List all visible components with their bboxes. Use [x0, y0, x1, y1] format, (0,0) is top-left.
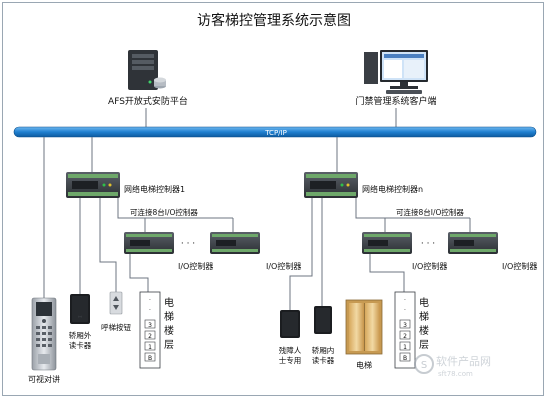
network-elevator-controller-n — [304, 172, 358, 198]
svg-text:·: · — [149, 307, 151, 314]
elevator-icon — [345, 299, 383, 355]
svg-text:·: · — [404, 297, 406, 304]
client-computer-icon — [364, 50, 428, 94]
video-intercom-label: 可视对讲 — [28, 374, 60, 384]
video-intercom-icon — [31, 297, 57, 371]
disabled-card-reader-icon — [280, 310, 300, 338]
svg-text:2: 2 — [403, 333, 407, 340]
controller1-label: 网络电梯控制器1 — [124, 184, 185, 194]
io-controller-left-1 — [124, 232, 174, 254]
svg-text:1: 1 — [403, 344, 407, 351]
svg-text:B: B — [148, 355, 152, 362]
floor-label-left-2: 梯 — [164, 310, 174, 323]
io-controller-right-2 — [448, 232, 498, 254]
disabled-label-2: 士专用 — [279, 355, 302, 365]
outside-reader-label-2: 读卡器 — [69, 340, 92, 350]
svg-text:2: 2 — [148, 333, 152, 340]
inside-reader-label-2: 读卡器 — [312, 355, 335, 365]
floor-label-right-3: 楼 — [419, 324, 429, 337]
floor-label-left-3: 楼 — [164, 324, 174, 337]
io-dots-right: · · · — [421, 239, 435, 249]
io-chain-right — [355, 198, 452, 219]
io-label-left-2: I/O控制器 — [266, 261, 301, 271]
floor-label-right-2: 梯 — [419, 310, 429, 323]
diagram-title: 访客梯控管理系统示意图 — [197, 12, 351, 29]
svg-text:B: B — [403, 355, 407, 362]
io-label-right-1: I/O控制器 — [412, 261, 447, 271]
call-button-icon — [109, 291, 123, 315]
svg-text:1: 1 — [148, 344, 152, 351]
floor-label-left-4: 层 — [164, 339, 174, 351]
floor-label-right-4: 层 — [419, 339, 429, 351]
floor-panel-left: · · 3 2 1 B — [139, 291, 161, 369]
client-label: 门禁管理系统客户端 — [355, 95, 436, 107]
svg-text:·: · — [404, 307, 406, 314]
floor-label-right-1: 电 — [419, 296, 429, 309]
io-controller-right-1 — [362, 232, 412, 254]
inside-card-reader-icon — [314, 306, 332, 334]
io-controller-left-2 — [210, 232, 260, 254]
svg-text:·: · — [149, 297, 151, 304]
svg-text:◦◦: ◦◦ — [78, 314, 83, 319]
elevator-label: 电梯 — [356, 360, 372, 370]
disabled-label-1: 残障人 — [279, 345, 302, 355]
svg-text:3: 3 — [148, 322, 152, 329]
floor-panel-right: · · 3 2 1 B — [394, 291, 416, 369]
watermark-logo: S 软件产品网 sft78.com — [414, 354, 491, 378]
io-chain-left — [117, 198, 204, 219]
svg-text:S: S — [421, 360, 427, 371]
outside-reader-label-1: 轿厢外 — [69, 330, 92, 340]
server-label: AFS开放式安防平台 — [108, 95, 188, 107]
tcpip-bus — [13, 126, 537, 138]
svg-text:软件产品网: 软件产品网 — [436, 354, 491, 368]
inside-reader-label-1: 轿厢内 — [312, 345, 335, 355]
server-icon — [128, 50, 166, 90]
call-button-label: 呼梯按钮 — [101, 322, 131, 332]
svg-text:3: 3 — [403, 322, 407, 329]
outside-card-reader-icon: ◦◦ — [70, 294, 90, 324]
io-label-left-1: I/O控制器 — [178, 261, 213, 271]
io-dots-left: · · · — [181, 239, 195, 249]
floor-label-left-1: 电 — [164, 296, 174, 309]
connect-io-label-left: 可连接8台I/O控制器 — [130, 207, 198, 217]
controllern-label: 网络电梯控制器n — [362, 184, 423, 194]
connect-io-label-right: 可连接8台I/O控制器 — [396, 207, 464, 217]
bus-label: TCP/IP — [264, 129, 287, 137]
network-elevator-controller-1 — [66, 172, 120, 198]
io-label-right-2: I/O控制器 — [502, 261, 537, 271]
svg-text:sft78.com: sft78.com — [438, 370, 473, 378]
